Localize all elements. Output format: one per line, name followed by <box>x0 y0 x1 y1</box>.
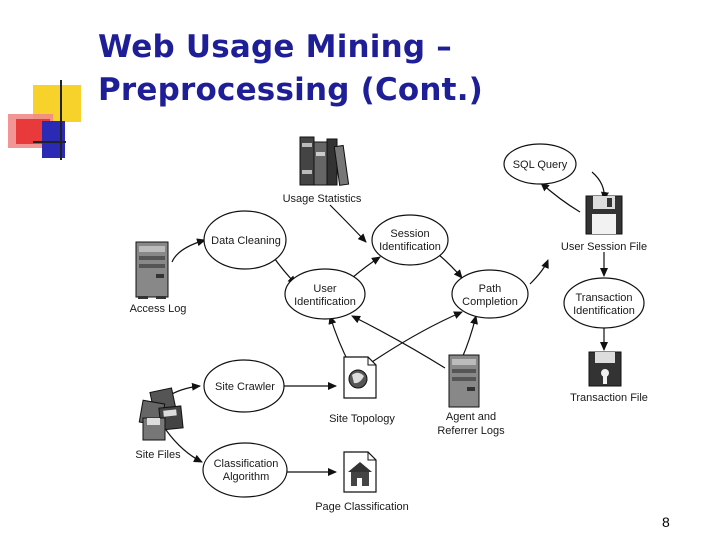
label-transaction-2: Identification <box>573 305 635 317</box>
process-user-identification: User Identification <box>284 268 366 320</box>
stacked-disks-icon <box>138 387 184 441</box>
house-document-icon <box>343 451 377 493</box>
floppy-disk-icon-session <box>585 195 623 235</box>
label-session-1: Session <box>390 228 429 240</box>
page-title: Web Usage Mining – Preprocessing (Cont.) <box>98 26 483 112</box>
label-path-2: Completion <box>462 296 518 308</box>
process-data-cleaning: Data Cleaning <box>203 210 287 270</box>
server-icon-agent <box>448 354 480 408</box>
label-user-1: User <box>313 283 337 295</box>
books-icon <box>299 136 350 186</box>
process-sql-query: SQL Query <box>503 143 577 185</box>
arrow-site-files-to-classification <box>165 429 203 463</box>
slide-logo-icon <box>8 80 81 160</box>
arrow-user-identification-to-session <box>351 256 381 279</box>
arrow-agent-logs-to-path-completion <box>461 315 478 359</box>
floppy-disk-icon-transaction <box>588 351 622 387</box>
label-page-classification: Page Classification <box>315 501 409 513</box>
process-transaction-identification: Transaction Identification <box>563 277 645 329</box>
label-classification-1: Classification <box>214 458 279 470</box>
title-line-1: Web Usage Mining – <box>98 29 452 65</box>
label-user-session-file: User Session File <box>561 241 647 253</box>
label-user-2: Identification <box>294 296 356 308</box>
label-session-2: Identification <box>379 241 441 253</box>
label-agent-logs-2: Referrer Logs <box>437 425 505 437</box>
arrow-usage-stats-to-session <box>329 204 367 243</box>
arrow-agent-logs-to-user-identification <box>351 315 446 369</box>
label-data-cleaning: Data Cleaning <box>211 235 281 247</box>
label-classification-2: Algorithm <box>223 471 269 483</box>
arrow-path-completion-to-user-session-file <box>529 259 549 285</box>
process-session-identification: Session Identification <box>371 214 449 266</box>
arrow-site-topology-to-path-completion <box>371 311 463 363</box>
label-agent-logs-1: Agent and <box>446 411 496 423</box>
label-sql-query: SQL Query <box>513 159 568 171</box>
label-access-log: Access Log <box>130 303 187 315</box>
label-path-1: Path <box>479 283 502 295</box>
arrow-access-log-to-data-cleaning <box>171 238 206 263</box>
process-site-crawler: Site Crawler <box>203 359 285 413</box>
document-icon <box>343 356 377 399</box>
label-transaction-1: Transaction <box>575 292 632 304</box>
label-site-crawler: Site Crawler <box>215 381 275 393</box>
label-transaction-file: Transaction File <box>570 392 648 404</box>
process-path-completion: Path Completion <box>451 269 529 319</box>
label-site-files: Site Files <box>135 449 181 461</box>
process-classification-algorithm: Classification Algorithm <box>202 442 288 498</box>
title-line-2: Preprocessing (Cont.) <box>98 72 484 108</box>
label-site-topology: Site Topology <box>329 413 395 425</box>
arrow-session-to-path-completion <box>437 253 463 279</box>
server-icon <box>135 241 169 299</box>
arrow-user-session-file-to-sql-query <box>540 182 581 213</box>
page-number: 8 <box>662 514 670 530</box>
label-usage-statistics: Usage Statistics <box>283 193 362 205</box>
